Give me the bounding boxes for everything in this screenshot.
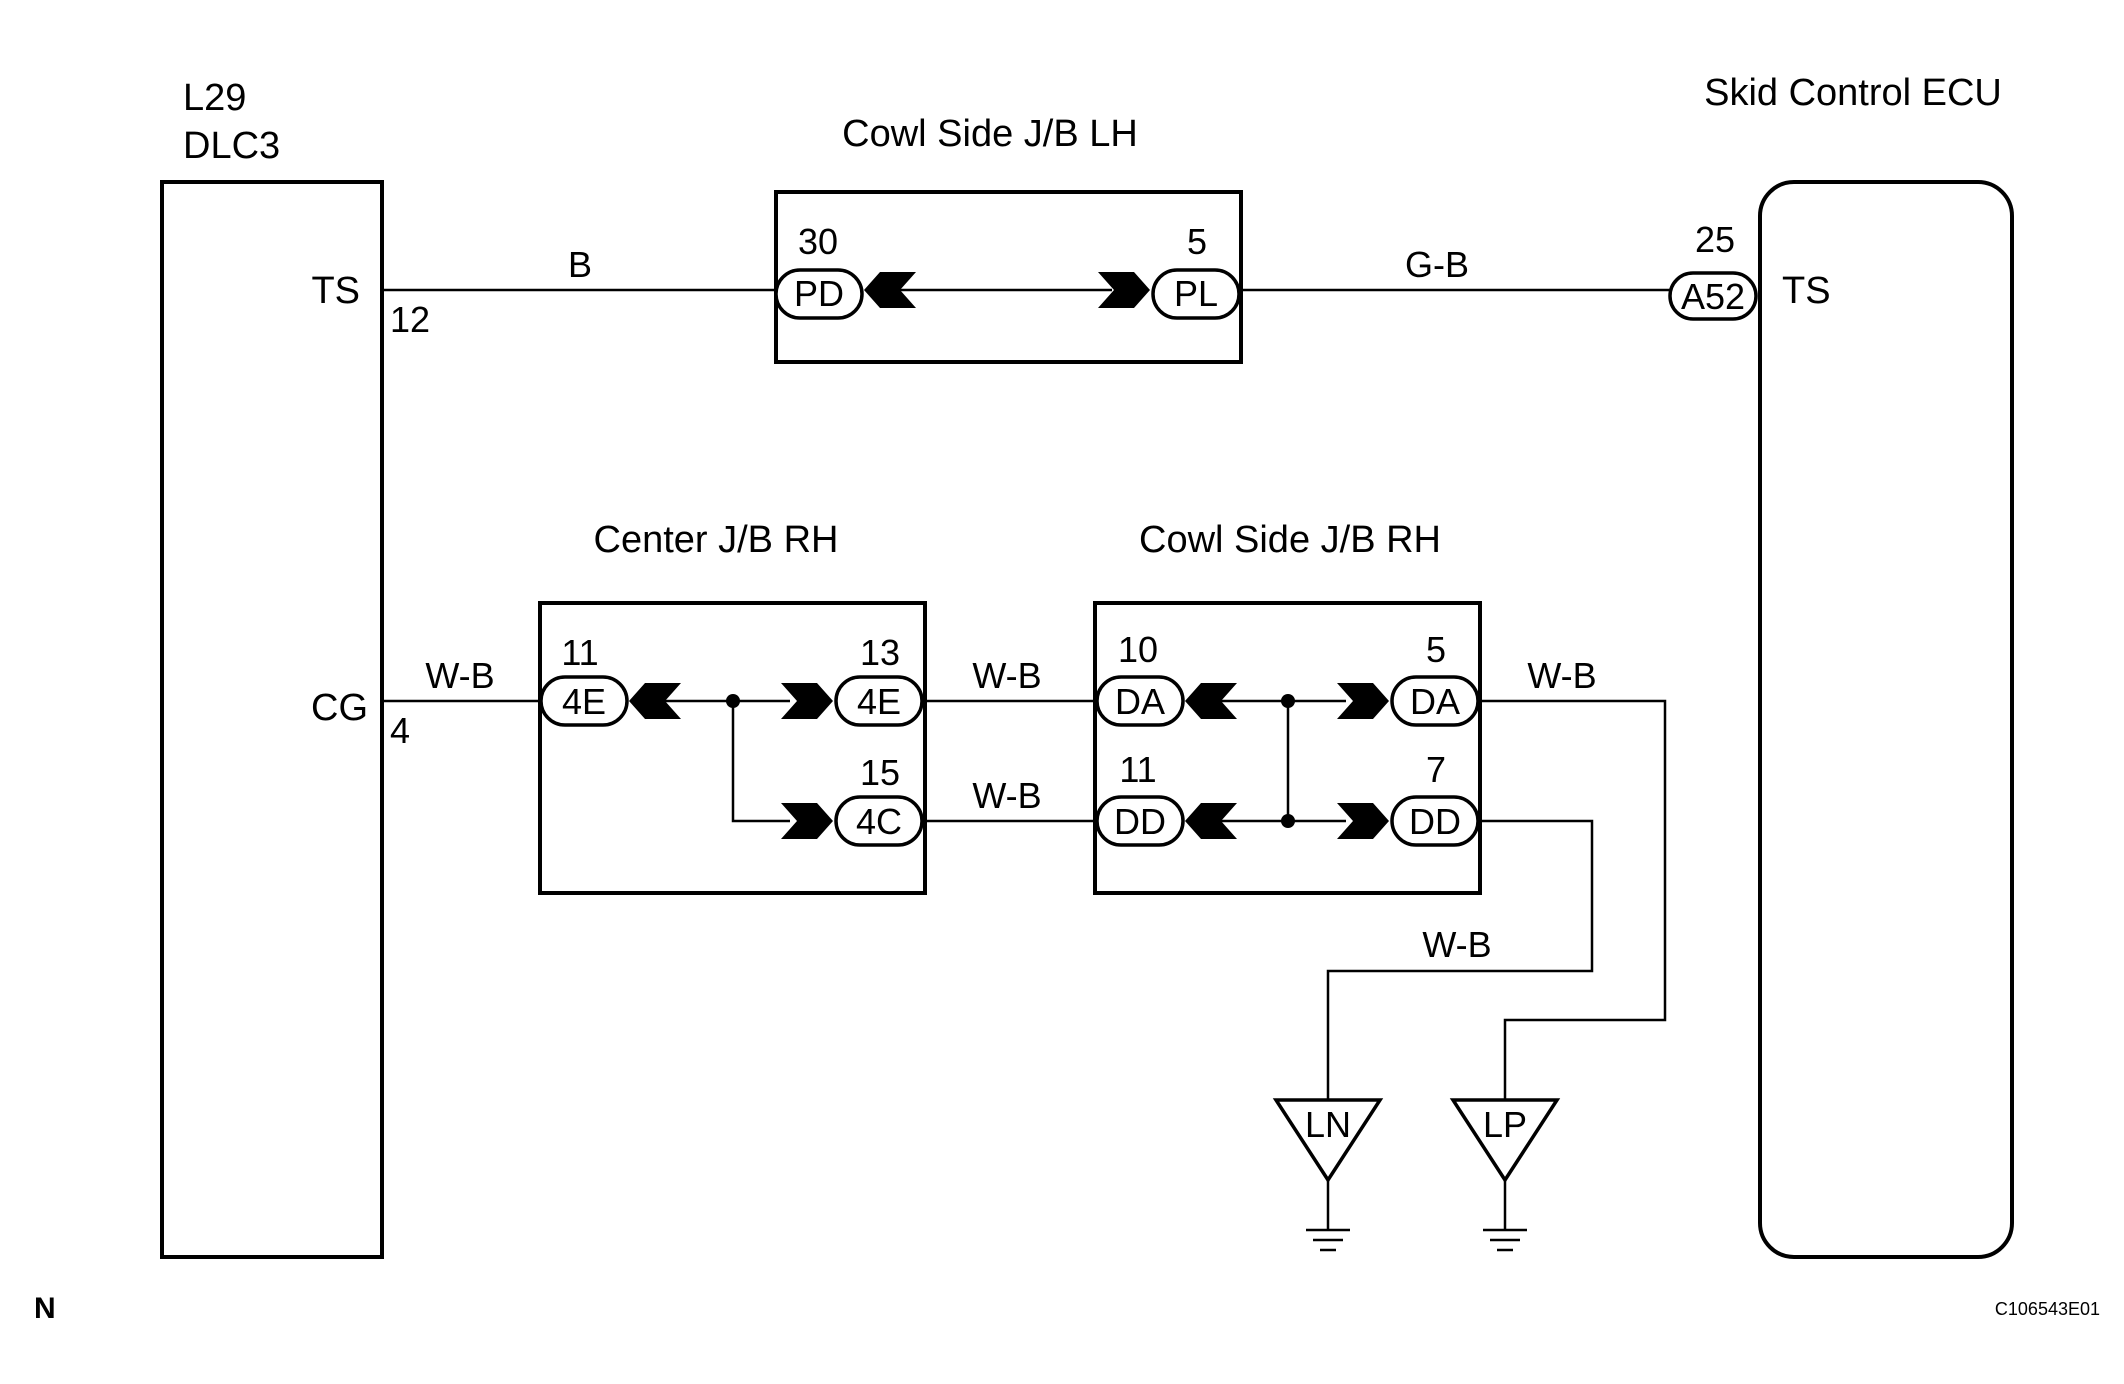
center-rh-arrow-right-top [781,683,833,719]
center-rh-name: Center J/B RH [594,519,839,561]
cowl-rh-splice-bottom [1281,814,1295,828]
center-rh-left-code: 4E [562,681,606,722]
center-rh-box [538,601,927,895]
cowl-lh-left-code: PD [794,273,844,314]
dlc3-pin-cg-no: 4 [390,710,410,751]
cowl-lh-connector-pl [1151,268,1241,320]
center-rh-right-top-no: 13 [860,632,900,673]
cowl-lh-box [774,190,1243,364]
wire-center-to-cowl-bottom-color: W-B [972,775,1041,816]
cowl-rh-arrow-top-right [1337,683,1389,719]
ground-ln-label: LN [1305,1104,1351,1145]
wire-lh-to-ecu-color: G-B [1405,244,1469,285]
cowl-lh-right-no: 5 [1187,221,1207,262]
ecu-pin-no: 25 [1695,219,1735,260]
ecu-box [1758,180,2014,1259]
cowl-rh-top-right-code: DA [1410,681,1460,722]
dlc3-component: L29 DLC3 TS 12 CG 4 [160,77,430,1259]
cowl-lh-right-code: PL [1174,273,1218,314]
cowl-rh-bottom-left-no: 11 [1119,749,1156,790]
cowl-rh-splice-top [1281,694,1295,708]
wires: B G-B W-B W-B W-B W-B W-B [382,244,1670,1100]
ground-ln-triangle [1272,1098,1384,1184]
cowl-rh-top-left-code: DA [1115,681,1165,722]
center-rh-right-bottom-code: 4C [856,801,902,842]
center-rh-left-no: 11 [561,632,598,673]
cowl-rh-top-right-no: 5 [1426,629,1446,670]
dlc3-pin-ts-no: 12 [390,299,430,340]
cowl-rh-bottom-right-no: 7 [1426,749,1446,790]
center-rh-right-top-code: 4E [857,681,901,722]
ground-lp: LP [1449,1098,1561,1252]
wire-ts-to-lh-color: B [568,244,592,285]
cowl-rh-arrow-bottom-left [1185,803,1237,839]
wire-cg-to-center-color: W-B [425,655,494,696]
cowl-rh-name: Cowl Side J/B RH [1139,519,1441,561]
dlc3-pin-cg-name: CG [311,687,368,729]
dlc3-ref: L29 [183,77,246,119]
ground-lp-label: LP [1483,1104,1527,1145]
cowl-rh-arrow-bottom-right [1337,803,1389,839]
cowl-rh-box [1093,601,1482,895]
center-rh-right-bottom-no: 15 [860,752,900,793]
figure-code: C106543E01 [1995,1299,2100,1319]
ground-ln: LN [1272,1098,1384,1252]
footer-n-label: N [34,1292,56,1325]
cowl-side-jb-lh: Cowl Side J/B LH 30 PD 5 PL [774,113,1243,364]
cowl-lh-left-no: 30 [798,221,838,262]
cowl-rh-bottom-right-code: DD [1409,801,1461,842]
wire-ground-ln-color: W-B [1422,924,1491,965]
center-rh-internal-wire-bottom [731,701,790,823]
cowl-rh-bottom-left-code: DD [1114,801,1166,842]
cowl-lh-connector-pd [774,268,864,320]
ecu-pin-name: TS [1782,270,1831,312]
dlc3-pin-ts-name: TS [311,270,360,312]
cowl-rh-top-left-no: 10 [1118,629,1158,670]
cowl-side-jb-rh: Cowl Side J/B RH 10 DA 5 DA 11 DD 7 DD [1093,519,1482,895]
center-rh-splice [726,694,740,708]
ecu-name: Skid Control ECU [1704,72,2002,114]
dlc3-box [160,180,384,1259]
wire-center-to-cowl-top-color: W-B [972,655,1041,696]
cowl-lh-arrow-left [864,272,916,308]
wire-cowl-top-out-color: W-B [1527,655,1596,696]
dlc3-name: DLC3 [183,125,280,167]
cowl-lh-arrow-right [1098,272,1150,308]
ground-lp-triangle [1449,1098,1561,1184]
cowl-rh-arrow-top-left [1185,683,1237,719]
cowl-lh-name: Cowl Side J/B LH [842,113,1138,155]
wire-cowl-bottom-to-ln [1326,819,1594,1100]
center-rh-arrow-right-bottom [781,803,833,839]
wire-cowl-top-to-lp [1478,699,1667,1100]
center-jb-rh: Center J/B RH 11 4E 13 4E 15 4C [538,519,927,895]
ecu-connector-a52 [1668,271,1758,321]
center-rh-arrow-left [629,683,681,719]
ecu-connector-code: A52 [1681,276,1745,317]
ecu-component: Skid Control ECU 25 A52 TS [1668,72,2014,1259]
